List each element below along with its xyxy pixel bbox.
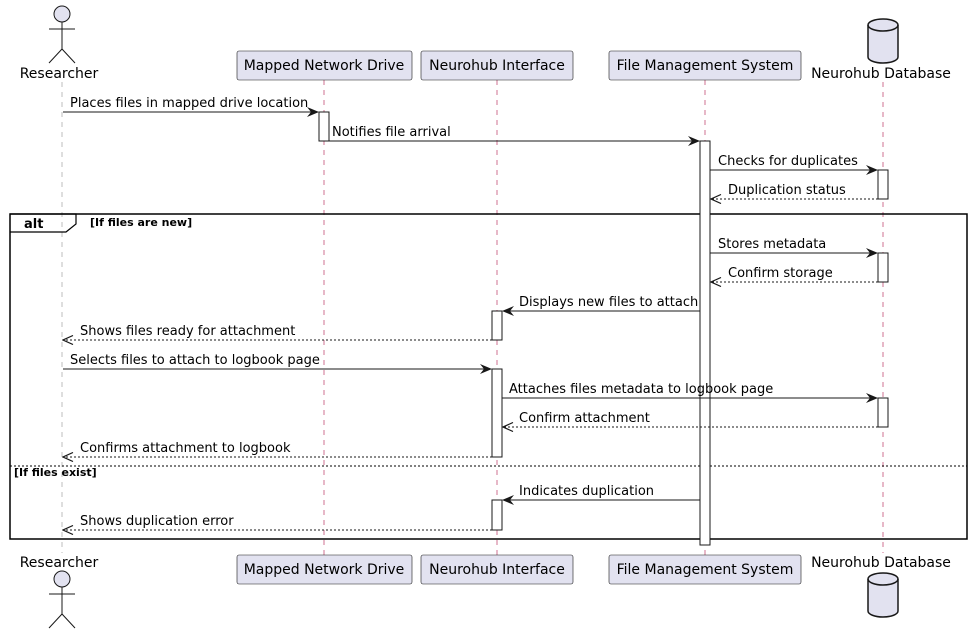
drive-activation xyxy=(318,111,330,142)
participant-label: Neurohub Database xyxy=(811,555,951,571)
message-label: Indicates duplication xyxy=(519,484,654,499)
alt-guard-exist: [If files exist] xyxy=(14,466,97,479)
actor-icon xyxy=(53,570,71,588)
alt-frame xyxy=(9,213,968,540)
participant-label: Mapped Network Drive xyxy=(244,562,405,578)
participant-label: Researcher xyxy=(20,555,99,571)
interface-activation-3 xyxy=(491,499,503,531)
database-activation-1 xyxy=(877,169,889,200)
participant-label: Researcher xyxy=(20,66,99,82)
participant-label: Mapped Network Drive xyxy=(244,58,405,74)
drive-participant-box xyxy=(236,50,413,81)
message-label: Confirm storage xyxy=(728,266,833,281)
fms-participant-box xyxy=(608,554,802,585)
participant-label: Neurohub Database xyxy=(811,66,951,82)
message-label: Confirms attachment to logbook xyxy=(80,441,291,456)
database-activation-3 xyxy=(877,397,889,428)
interface-activation-1 xyxy=(491,310,503,341)
actor-icon xyxy=(53,5,71,23)
alt-keyword: alt xyxy=(24,217,43,232)
participant-label: Neurohub Interface xyxy=(429,562,565,578)
database-icon-top xyxy=(867,18,899,64)
message-label: Confirm attachment xyxy=(519,411,650,426)
interface-participant-box xyxy=(420,554,574,585)
fms-participant-box xyxy=(608,50,802,81)
message-label: Shows duplication error xyxy=(80,514,234,529)
message-label: Notifies file arrival xyxy=(332,125,451,140)
alt-tab xyxy=(10,213,77,233)
researcher-actor-bottom: Researcher xyxy=(20,555,99,629)
participant-label: File Management System xyxy=(617,58,794,74)
message-label: Shows files ready for attachment xyxy=(80,324,295,339)
participant-label: File Management System xyxy=(617,562,794,578)
database-icon-bottom xyxy=(867,572,899,618)
participant-label: Neurohub Interface xyxy=(429,58,565,74)
drive-participant-box xyxy=(236,554,413,585)
message-label: Duplication status xyxy=(728,183,846,198)
fms-activation xyxy=(699,140,711,546)
researcher-actor-top: Researcher xyxy=(20,5,99,82)
message-label: Stores metadata xyxy=(718,237,826,252)
interface-participant-box xyxy=(420,50,574,81)
interface-activation-2 xyxy=(491,368,503,458)
alt-guard-new: [If files are new] xyxy=(90,216,192,229)
message-label: Checks for duplicates xyxy=(718,154,858,169)
message-label: Attaches files metadata to logbook page xyxy=(509,382,773,397)
message-label: Places files in mapped drive location xyxy=(70,96,308,111)
database-activation-2 xyxy=(877,252,889,283)
message-label: Displays new files to attach xyxy=(519,295,698,310)
message-label: Selects files to attach to logbook page xyxy=(70,353,320,368)
